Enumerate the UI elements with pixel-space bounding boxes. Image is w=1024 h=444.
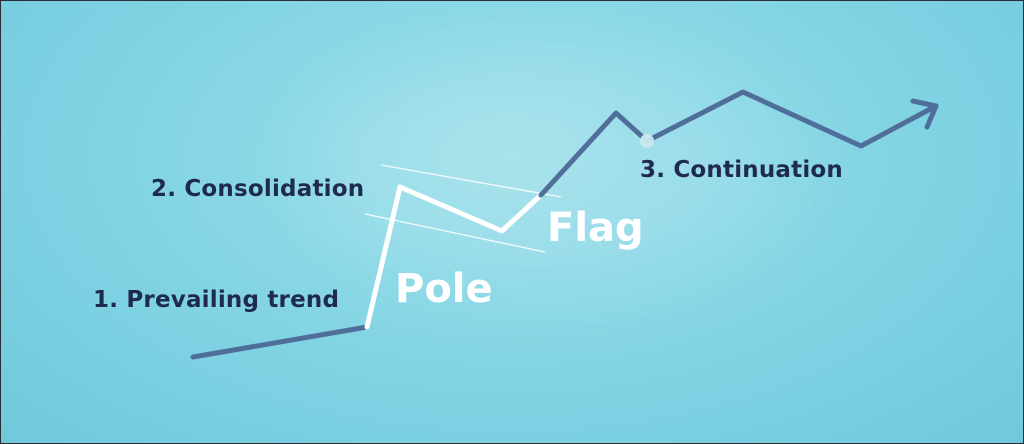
pole-label: Pole [395,266,493,312]
flag-lower-boundary [364,213,546,253]
pole-line [364,184,403,330]
prevailing-trend-line [190,324,370,360]
flag-label: Flag [547,205,644,251]
continuation-label: 3. Continuation [640,157,844,183]
flag-upper-boundary [380,164,562,198]
arrow-head-icon [910,98,939,130]
continuation-line [538,89,939,198]
consolidation-label: 2. Consolidation [151,176,365,202]
pivot-dot-icon [640,134,654,148]
flag-line [397,184,544,234]
prevailing-trend-label: 1. Prevailing trend [93,287,340,313]
